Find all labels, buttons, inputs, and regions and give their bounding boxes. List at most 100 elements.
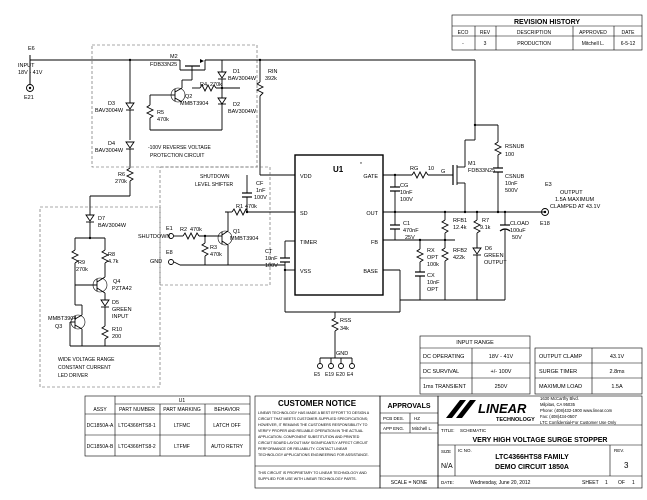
svg-text:LTC4366HTS8 FAMILY: LTC4366HTS8 FAMILY — [495, 454, 569, 461]
svg-text:RX: RX — [427, 248, 435, 254]
svg-text:HZ: HZ — [414, 416, 420, 421]
svg-text:D6: D6 — [485, 246, 492, 252]
svg-text:OPT: OPT — [427, 255, 439, 261]
svg-text:10nF: 10nF — [400, 190, 413, 196]
svg-text:D2: D2 — [233, 102, 240, 108]
svg-text:1: 1 — [632, 480, 635, 486]
svg-text:100V: 100V — [254, 195, 267, 201]
svg-text:MAXIMUM LOAD: MAXIMUM LOAD — [539, 384, 582, 390]
svg-text:SCALE = NONE: SCALE = NONE — [391, 480, 428, 486]
svg-text:3: 3 — [484, 41, 487, 47]
revision-history-table: REVISION HISTORY ECO REV DESCRIPTION APP… — [451, 14, 643, 51]
svg-text:ASSY: ASSY — [93, 407, 107, 413]
svg-text:LTC Confidential-For Customer: LTC Confidential-For Customer Use Only — [540, 420, 617, 425]
svg-text:SHUTDOWN: SHUTDOWN — [138, 234, 170, 240]
svg-text:BEHAVIOR: BEHAVIOR — [214, 407, 240, 413]
svg-text:E1: E1 — [166, 226, 173, 232]
linear-logo-icon — [446, 400, 476, 418]
r10-resistor: R10 200 — [69, 322, 160, 347]
svg-text:D1: D1 — [233, 69, 240, 75]
svg-text:DC SURVIVAL: DC SURVIVAL — [423, 369, 459, 375]
svg-text:IC NO.: IC NO. — [458, 448, 472, 453]
svg-text:GND: GND — [150, 259, 162, 265]
svg-text:9.1k: 9.1k — [480, 225, 491, 231]
svg-text:500V: 500V — [505, 188, 518, 194]
reverse-box-label: -100V REVERSE VOLTAGE — [148, 145, 212, 151]
svg-text:R10: R10 — [112, 327, 122, 333]
led-driver-box — [39, 206, 161, 388]
svg-text:422k: 422k — [453, 255, 465, 261]
svg-text:TECHNOLOGY: TECHNOLOGY — [496, 417, 535, 423]
d5-led: D5 GREEN INPUT — [100, 299, 132, 322]
svg-text:OPT: OPT — [427, 287, 439, 293]
q4-transistor: Q4 PZTA42 — [75, 275, 132, 300]
csnub-capacitor: CSNUB 10nF 500V — [493, 167, 525, 212]
d1-diode: D1 BAV3004W — [217, 60, 257, 88]
svg-text:270k: 270k — [76, 267, 88, 273]
r6-resistor: R6 270k — [115, 167, 135, 196]
r8-resistor: R8 4.7k — [100, 238, 119, 275]
svg-text:TECHNOLOGY APPLICATIONS ENGINE: TECHNOLOGY APPLICATIONS ENGINEERING FOR … — [258, 453, 369, 457]
svg-text:LEVEL SHIFTER: LEVEL SHIFTER — [195, 182, 234, 188]
svg-text:BASE: BASE — [363, 269, 378, 275]
svg-text:E19: E19 — [325, 372, 334, 378]
svg-text:6-5-12: 6-5-12 — [621, 41, 636, 47]
svg-text:D5: D5 — [112, 300, 119, 306]
svg-text:RFB2: RFB2 — [453, 248, 467, 254]
svg-text:INPUT: INPUT — [112, 314, 129, 320]
q1-transistor: Q1 MMBT3904 — [217, 211, 258, 265]
svg-text:FDB33N25: FDB33N25 — [468, 168, 495, 174]
r7-resistor: R7 9.1k — [472, 210, 491, 248]
svg-text:VDD: VDD — [300, 174, 312, 180]
svg-text:TITLE:: TITLE: — [441, 428, 455, 433]
svg-text:250V: 250V — [495, 384, 508, 390]
rin-resistor: RIN 392k — [255, 58, 295, 176]
svg-text:INPUT RANGE: INPUT RANGE — [456, 340, 494, 346]
svg-text:Q4: Q4 — [113, 279, 120, 285]
svg-text:TIMER: TIMER — [300, 240, 317, 246]
svg-text:AUTO RETRY: AUTO RETRY — [211, 444, 244, 450]
svg-text:470k: 470k — [210, 252, 222, 258]
cx-capacitor: CX 10nF OPT — [415, 271, 440, 300]
svg-text:SD: SD — [300, 211, 308, 217]
svg-text:10nF: 10nF — [505, 181, 518, 187]
svg-text:M1: M1 — [468, 161, 476, 167]
reverse-protection-box — [91, 44, 258, 168]
svg-text:DC1850A-B: DC1850A-B — [87, 444, 114, 450]
output-terminal: E3 OUTPUT 1.5A MAXIMUM CLAMPED AT 43.1V … — [540, 182, 601, 227]
svg-text:Mitchell L.: Mitchell L. — [582, 41, 605, 47]
svg-text:200: 200 — [112, 334, 121, 340]
revision-title: REVISION HISTORY — [514, 19, 580, 26]
svg-text:RSNUB: RSNUB — [505, 144, 525, 150]
svg-text:WIDE VOLTAGE RANGE: WIDE VOLTAGE RANGE — [58, 357, 115, 363]
svg-text:R4: R4 — [200, 82, 207, 88]
d3-diode: D3 BAV3004W — [95, 58, 135, 140]
svg-text:VERIFY PROPER AND RELIABLE OPE: VERIFY PROPER AND RELIABLE OPERATION IN … — [258, 429, 363, 433]
svg-text:25V: 25V — [405, 235, 415, 241]
svg-text:E3: E3 — [545, 182, 552, 188]
svg-text:100V: 100V — [400, 197, 413, 203]
svg-text:R8: R8 — [108, 252, 115, 258]
svg-text:E8: E8 — [166, 250, 173, 256]
svg-text:INPUT: INPUT — [18, 63, 35, 69]
rfb1-resistor: RFB1 12.4k — [440, 210, 467, 248]
r5-resistor: R5 470k — [145, 94, 223, 131]
svg-text:APP ENG.: APP ENG. — [383, 426, 404, 431]
svg-text:100k: 100k — [427, 262, 439, 268]
svg-text:D7: D7 — [98, 216, 105, 222]
svg-text:*: * — [360, 162, 362, 168]
svg-text:OUTPUT: OUTPUT — [484, 260, 507, 266]
svg-text:FB: FB — [371, 240, 378, 246]
svg-text:VSS: VSS — [300, 269, 311, 275]
svg-text:BAV3004W: BAV3004W — [98, 223, 127, 229]
r2-resistor: R2 470k — [180, 227, 220, 241]
svg-text:LINEAR TECHNOLOGY HAS MADE A B: LINEAR TECHNOLOGY HAS MADE A BEST EFFORT… — [258, 411, 370, 415]
cload-capacitor: CLOAD 100uF 50V — [499, 210, 529, 285]
svg-text:12.4k: 12.4k — [453, 225, 467, 231]
svg-text:Q2: Q2 — [185, 94, 192, 100]
svg-text:FDB33N25: FDB33N25 — [150, 62, 177, 68]
svg-text:BAV3004W: BAV3004W — [95, 148, 124, 154]
rfb2-resistor: RFB2 422k — [440, 247, 467, 285]
svg-text:OF: OF — [618, 480, 625, 486]
